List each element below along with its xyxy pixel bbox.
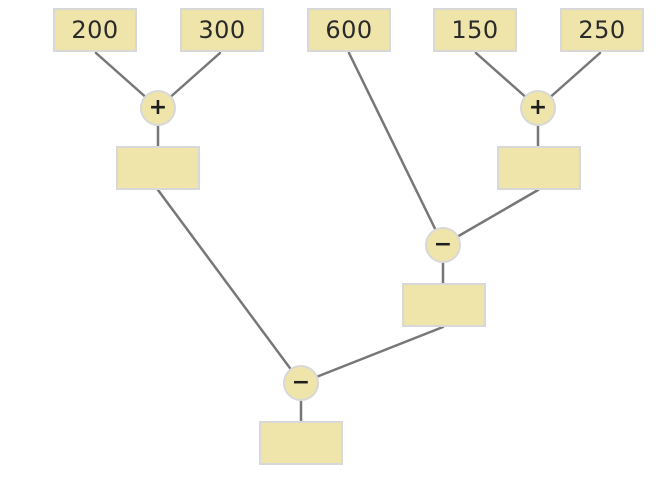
input-box-250: 250	[560, 8, 644, 52]
input-box-150: 150	[433, 8, 517, 52]
result-box-final[interactable]	[259, 421, 343, 465]
input-box-300: 300	[180, 8, 264, 52]
input-box-600: 600	[307, 8, 391, 52]
plus-operator-right: +	[520, 90, 556, 126]
minus-operator-bottom: −	[283, 365, 319, 401]
connector-line	[347, 51, 445, 247]
result-box-middle-difference[interactable]	[402, 283, 486, 327]
result-box-left-sum[interactable]	[116, 146, 200, 190]
connector-line	[156, 188, 303, 385]
connector-line	[299, 325, 445, 385]
input-box-200: 200	[53, 8, 137, 52]
result-box-right-sum[interactable]	[497, 146, 581, 190]
plus-operator-left: +	[140, 90, 176, 126]
minus-operator-middle: −	[425, 227, 461, 263]
